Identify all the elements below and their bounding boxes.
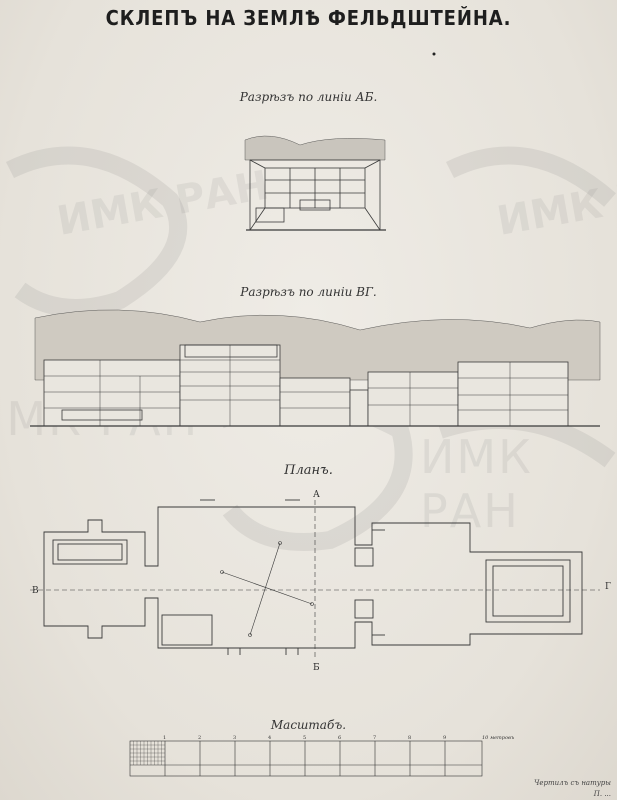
plan-drawing <box>30 499 600 660</box>
scale-unit-label: 10 метровъ <box>482 735 515 741</box>
section-ab-drawing <box>244 135 386 231</box>
plan-label-a: А <box>313 490 320 500</box>
credit-line-2: П. ... <box>593 790 611 798</box>
scale-tick-6: 6 <box>338 735 341 741</box>
watermark-emblem-text-1: ИМК РАН <box>54 162 272 244</box>
section-vg-caption: Разрѣзъ по линіи ВГ. <box>240 285 377 299</box>
document-title: СКЛЕПЪ НА ЗЕМЛѢ ФЕЛЬДШТЕЙНА. <box>105 6 512 30</box>
plan-label-b: Б <box>313 663 320 673</box>
scale-tick-2: 2 <box>198 735 201 741</box>
scale-tick-8: 8 <box>408 735 411 741</box>
ink-dot <box>432 52 436 56</box>
section-vg-drawing <box>30 309 601 427</box>
scale-tick-5: 5 <box>303 735 306 741</box>
credit-note: Чертилъ съ натуры П. ... <box>534 778 611 800</box>
scale-caption: Масштабъ. <box>270 718 347 732</box>
scale-bar <box>129 740 483 777</box>
scale-tick-1: 1 <box>163 735 166 741</box>
scale-tick-4: 4 <box>268 735 271 741</box>
plan-label-g: Г <box>605 582 611 592</box>
plan-label-v: В <box>32 586 39 596</box>
scale-tick-9: 9 <box>443 735 446 741</box>
credit-line-1: Чертилъ съ натуры <box>533 779 611 787</box>
scale-tick-7: 7 <box>373 735 376 741</box>
section-ab-caption: Разрѣзъ по линіи АБ. <box>239 90 378 104</box>
plan-caption: Планъ. <box>284 463 333 478</box>
scale-tick-3: 3 <box>233 735 236 741</box>
